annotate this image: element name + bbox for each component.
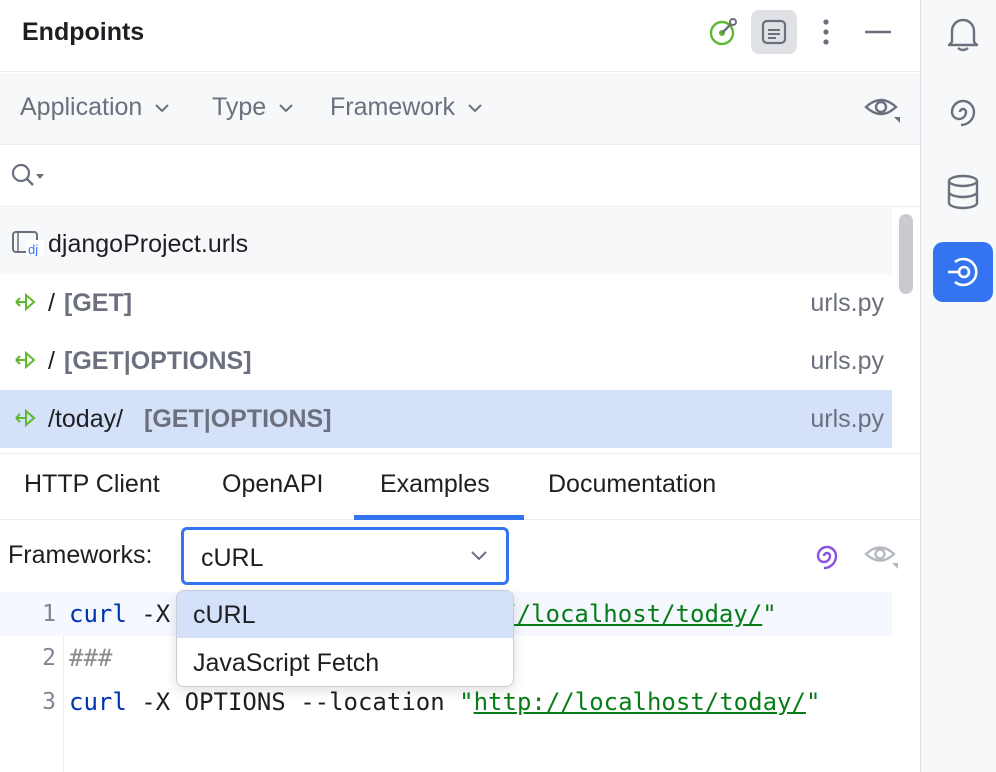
http-client-spiral-icon[interactable] [812,541,842,576]
frameworks-dropdown-popup: cURL JavaScript Fetch [176,590,514,687]
code-keyword: curl [69,600,127,628]
chevron-down-icon [279,103,293,112]
toggle-details-icon[interactable] [751,10,797,54]
code-editor[interactable]: 1 curl -X//localhost/today/" 2 ### 3 cur… [0,592,892,772]
application-filter[interactable]: Application [20,93,170,122]
filter-bar: Application Type Framework [0,73,920,145]
endpoint-file: urls.py [810,405,884,433]
group-row[interactable]: dj djangoProject.urls [0,208,892,274]
chevron-down-icon [471,551,487,561]
frameworks-row: Frameworks: cURL [0,521,920,591]
framework-filter[interactable]: Framework [330,93,483,122]
code-quote: " [459,688,474,716]
endpoint-list: dj djangoProject.urls / [GET] urls.py / … [0,208,892,453]
code-comment: ### [69,644,113,672]
run-endpoints-icon[interactable] [700,10,746,54]
code-line[interactable]: 3 curl -X OPTIONS --location "http://loc… [0,680,892,724]
code-url[interactable]: //localhost/today/ [502,600,763,628]
endpoint-file: urls.py [810,289,884,317]
endpoint-path: / [48,347,55,375]
view-options-eye-icon[interactable] [864,93,902,130]
details-tabs: HTTP Client OpenAPI Examples Documentati… [0,453,920,520]
code-quote: " [762,600,777,628]
chevron-down-icon [155,103,170,112]
line-number: 2 [42,645,56,671]
frameworks-label: Frameworks: [8,541,153,569]
chevron-down-icon [468,103,482,112]
framework-option-javascript-fetch[interactable]: JavaScript Fetch [193,649,380,677]
tab-documentation[interactable]: Documentation [548,470,717,498]
notifications-bell-icon[interactable] [933,4,993,64]
group-label: djangoProject.urls [48,230,249,258]
endpoint-path: /today/ [48,405,124,433]
database-icon[interactable] [933,162,993,222]
endpoint-file: urls.py [810,347,884,375]
endpoint-method: [GET] [64,289,133,317]
django-badge-text: dj [28,242,38,256]
code-keyword: curl [69,688,127,716]
endpoints-tool-icon[interactable] [933,242,993,302]
code-url[interactable]: http://localhost/today/ [473,688,806,716]
frameworks-select[interactable]: cURL [181,527,509,585]
code-text: -X OPTIONS --location [126,688,460,716]
code-line[interactable]: 2 ### [0,636,892,680]
panel-title: Endpoints [22,18,145,46]
framework-filter-label: Framework [330,93,456,121]
code-text: -X [126,600,171,628]
line-number: 3 [42,689,56,715]
tab-openapi[interactable]: OpenAPI [222,470,324,498]
endpoint-icon [14,292,40,317]
minimize-icon[interactable] [855,10,901,54]
search-bar [0,146,920,207]
line-number: 1 [42,601,56,627]
endpoints-panel: Endpoints Application Type Framework [0,0,920,772]
right-tool-strip [920,0,996,772]
endpoint-row[interactable]: / [GET|OPTIONS] urls.py [0,332,892,390]
endpoint-icon [14,408,40,433]
endpoint-icon [14,350,40,375]
frameworks-selected-value: cURL [201,544,264,572]
preview-eye-icon[interactable] [864,541,900,576]
code-quote: " [805,688,821,716]
active-tab-indicator [354,515,524,520]
tab-examples[interactable]: Examples [380,470,490,498]
framework-option-curl[interactable]: cURL [177,591,513,638]
endpoint-method: [GET|OPTIONS] [64,347,252,375]
type-filter[interactable]: Type [212,93,294,122]
type-filter-label: Type [212,93,267,121]
tab-http-client[interactable]: HTTP Client [24,470,160,498]
panel-header: Endpoints [0,0,920,72]
list-scrollbar[interactable] [899,214,913,294]
search-input[interactable] [52,158,892,194]
application-filter-label: Application [20,93,143,121]
endpoint-row[interactable]: / [GET] urls.py [0,274,892,332]
search-icon[interactable] [10,162,46,195]
endpoint-method: [GET|OPTIONS] [144,405,332,433]
more-options-icon[interactable] [803,10,849,54]
endpoint-path: / [48,289,55,317]
django-module-icon: dj [12,230,44,261]
endpoint-row-selected[interactable]: /today/ [GET|OPTIONS] urls.py [0,390,892,448]
http-client-spiral-icon[interactable] [933,82,993,142]
